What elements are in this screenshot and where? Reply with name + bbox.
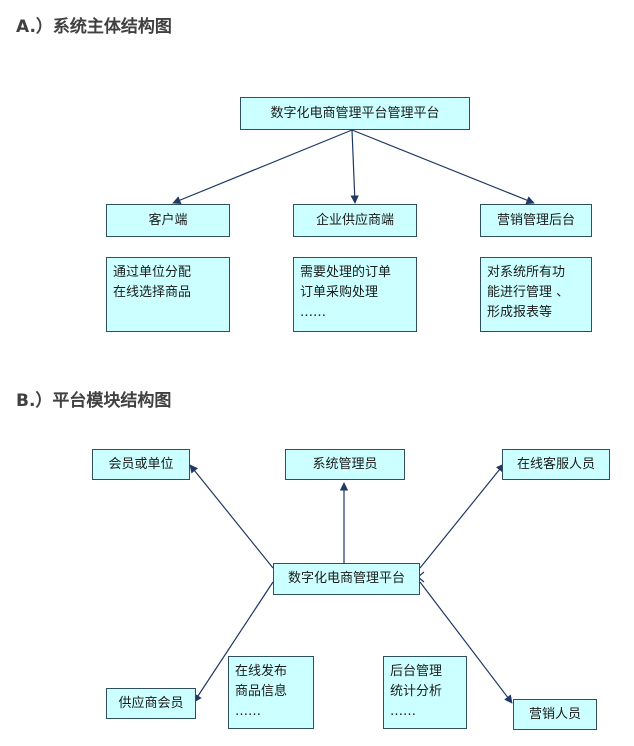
root-node: 数字化电商管理平台管理平台 (240, 97, 470, 130)
marketing-backend-node: 营销管理后台 (480, 204, 592, 237)
admin-node: 系统管理员 (285, 449, 405, 480)
arrow-root-to-marketing (351, 129, 535, 205)
analytics-note: 后台管理 统计分析 …… (383, 656, 467, 729)
analytics-note-line: 统计分析 (390, 684, 443, 699)
arrow-root-to-supplier (350, 129, 359, 204)
arrow-hub-to-member (189, 464, 274, 569)
analytics-note-line: 后台管理 (390, 664, 443, 679)
supplier-note-line: …… (300, 305, 326, 320)
supplier-node: 企业供应商端 (293, 204, 417, 237)
marketing-note-line: 对系统所有功 (487, 265, 566, 280)
marketing-note: 对系统所有功 能进行管理 、 形成报表等 (480, 257, 592, 332)
client-note-line: 通过单位分配 (113, 265, 192, 280)
supplier-note-line: 订单采购处理 (300, 285, 379, 300)
marketing-note-line: 能进行管理 、 (487, 285, 570, 300)
sales-staff-node: 营销人员 (513, 699, 597, 730)
arrow-root-to-client (172, 129, 353, 205)
hub-node: 数字化电商管理平台 (273, 563, 420, 595)
supplier-note-line: 需要处理的订单 (300, 265, 392, 280)
supplier-note: 需要处理的订单 订单采购处理 …… (293, 257, 417, 332)
supplier-member-node: 供应商会员 (106, 688, 196, 719)
client-note-line: 在线选择商品 (113, 285, 192, 300)
arrow-hub-to-sales (419, 581, 513, 704)
section-b-title: B.）平台模块结构图 (16, 391, 172, 411)
arrow-hub-to-service (419, 463, 505, 569)
service-staff-node: 在线客服人员 (502, 449, 610, 480)
marketing-note-line: 形成报表等 (487, 305, 553, 320)
client-note: 通过单位分配 在线选择商品 (106, 257, 230, 332)
publish-note-line: 在线发布 (235, 664, 288, 679)
client-node: 客户端 (106, 204, 230, 237)
publish-note-line: …… (235, 704, 261, 719)
analytics-note-line: …… (390, 704, 416, 719)
section-a-title: A.）系统主体结构图 (16, 17, 172, 37)
publish-note: 在线发布 商品信息 …… (228, 656, 314, 729)
member-node: 会员或单位 (92, 449, 190, 480)
publish-note-line: 商品信息 (235, 684, 288, 699)
arrow-hub-to-supplier-member (193, 581, 274, 703)
